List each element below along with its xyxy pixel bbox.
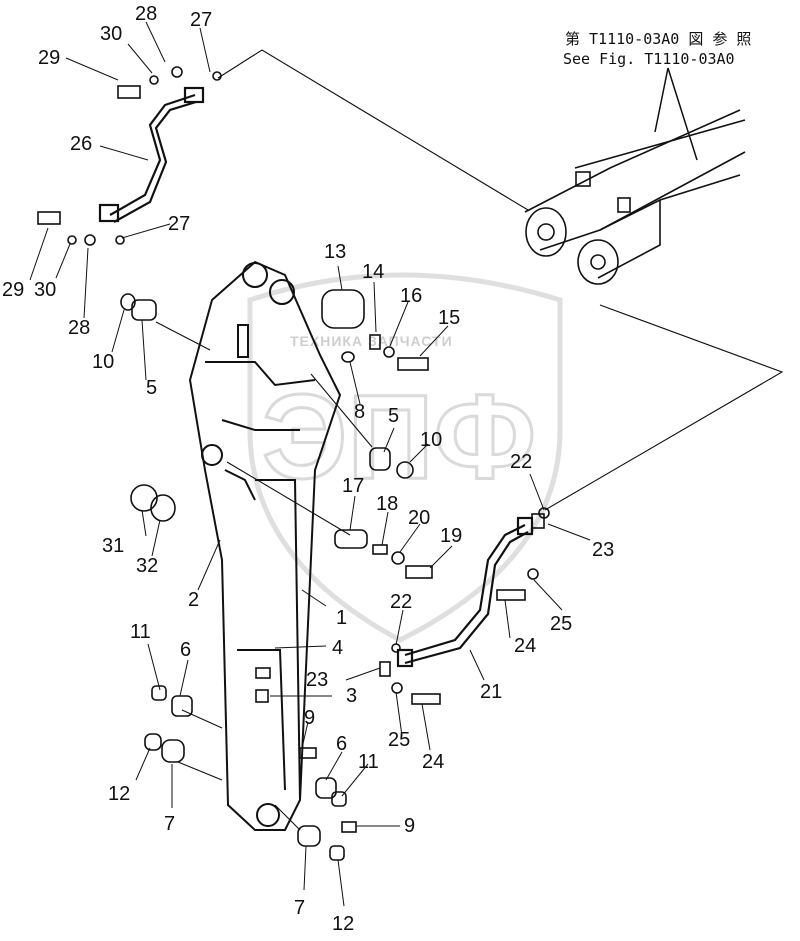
- callout-28-left: 28: [68, 317, 90, 339]
- callout-29-top: 29: [38, 47, 60, 69]
- callout-4: 4: [332, 637, 343, 659]
- callout-10-mid: 10: [420, 429, 442, 451]
- callout-7-left: 7: [164, 813, 175, 835]
- callout-12-bottom: 12: [332, 913, 354, 935]
- callout-10-top: 10: [92, 351, 114, 373]
- callout-30-top: 30: [100, 23, 122, 45]
- callout-5-mid: 5: [388, 405, 399, 427]
- callout-11-left: 11: [130, 621, 151, 643]
- callout-12-left: 12: [108, 783, 130, 805]
- leader-lines: [29, 21, 591, 907]
- callout-15: 15: [438, 307, 460, 329]
- callout-8: 8: [354, 401, 365, 423]
- watermark: ТЕХНИКА ЗАПЧАСТИ ЭПФ: [247, 272, 563, 643]
- callout-26: 26: [70, 133, 92, 155]
- callout-32: 32: [136, 555, 158, 577]
- callout-23-right: 23: [592, 539, 614, 561]
- callout-16: 16: [400, 285, 422, 307]
- arm-body: [188, 260, 342, 831]
- callout-7-bottom: 7: [294, 897, 305, 919]
- callout-3: 3: [346, 685, 357, 707]
- pin-17: [334, 529, 368, 549]
- callout-29-left: 29: [2, 279, 24, 301]
- watermark-company-text: ТЕХНИКА ЗАПЧАСТИ: [290, 333, 453, 349]
- pin-13: [321, 289, 365, 329]
- callout-31: 31: [102, 535, 124, 557]
- reference-jp: 第 T1110-03A0 図 参 照: [565, 30, 751, 48]
- callout-1: 1: [336, 607, 347, 629]
- figure-reference: 第 T1110-03A0 図 参 照 See Fig. T1110-03A0: [563, 30, 751, 161]
- bolt-29-top: [117, 85, 141, 99]
- callout-6-bottom: 6: [336, 733, 347, 755]
- callout-11-bottom: 11: [358, 751, 379, 773]
- assembly-lines: [155, 49, 784, 831]
- bolt-29-left: [37, 211, 61, 225]
- callout-17: 17: [342, 475, 364, 497]
- callout-20: 20: [408, 507, 430, 529]
- callout-30-left: 30: [34, 279, 56, 301]
- hose-assembly-21: [396, 516, 534, 668]
- callout-5-top: 5: [146, 377, 157, 399]
- upper-boom-drawing: [524, 109, 746, 285]
- callout-13: 13: [324, 241, 346, 263]
- reference-en: See Fig. T1110-03A0: [563, 50, 735, 68]
- callout-6-left: 6: [180, 639, 191, 661]
- callout-24-mid: 24: [422, 751, 444, 773]
- callout-24-right: 24: [514, 635, 536, 657]
- reference-arrows: [654, 67, 698, 161]
- callout-19: 19: [440, 525, 462, 547]
- callout-22-mid: 22: [390, 591, 412, 613]
- callout-2: 2: [188, 589, 199, 611]
- callout-14: 14: [362, 261, 384, 283]
- watermark-shield: [247, 272, 563, 643]
- callout-9-mid: 9: [304, 707, 315, 729]
- callout-22-top: 22: [510, 451, 532, 473]
- callout-25-right: 25: [550, 613, 572, 635]
- callout-numbers: 28 27 30 29 26 27 29 30 28 10 5 13 14 16…: [2, 3, 614, 935]
- small-parts: [37, 66, 550, 861]
- hose-assembly-26: [98, 86, 205, 223]
- watermark-logo-text: ЭПФ: [262, 370, 536, 504]
- callout-27-top: 27: [190, 9, 212, 31]
- callout-9-bottom: 9: [404, 815, 415, 837]
- callout-25-mid: 25: [388, 729, 410, 751]
- callout-27-left: 27: [168, 213, 190, 235]
- callout-18: 18: [376, 493, 398, 515]
- callout-28-top: 28: [135, 3, 157, 25]
- callout-21: 21: [480, 681, 502, 703]
- callout-23-mid: 23: [306, 669, 328, 691]
